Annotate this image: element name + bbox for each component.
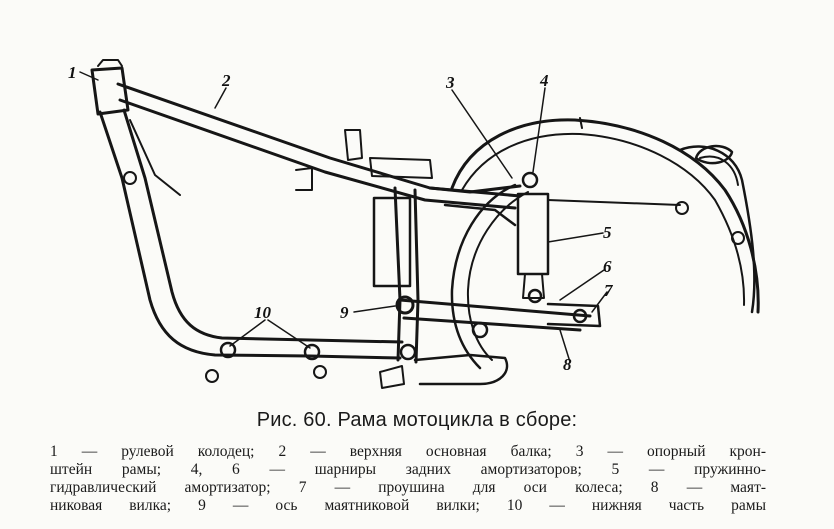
callout-10: 10 bbox=[254, 303, 272, 322]
figure-caption: Рис. 60. Рама мотоцикла в сборе: bbox=[256, 409, 578, 431]
callout-9: 9 bbox=[340, 303, 349, 322]
legend-line: штейн рамы; 4, 6 — шарниры задних аморти… bbox=[50, 461, 766, 478]
callout-3: 3 bbox=[445, 73, 455, 92]
callout-7: 7 bbox=[604, 281, 614, 300]
callout-2: 2 bbox=[221, 71, 231, 90]
legend-line: 1 — рулевой колодец; 2 — верхняя основна… bbox=[50, 443, 766, 460]
legend-line: никовая вилка; 9 — ось маятниковой вилки… bbox=[50, 497, 766, 514]
legend-line: гидравлический амортизатор; 7 — проушина… bbox=[50, 479, 766, 496]
callout-8: 8 bbox=[563, 355, 572, 374]
callout-4: 4 bbox=[539, 71, 549, 90]
callout-6: 6 bbox=[603, 257, 612, 276]
callout-1: 1 bbox=[68, 63, 77, 82]
callout-5: 5 bbox=[603, 223, 612, 242]
motorcycle-frame-drawing: 1 2 3 4 5 6 7 8 9 10 bbox=[68, 59, 760, 389]
figure-legend: 1 — рулевой колодец; 2 — верхняя основна… bbox=[50, 443, 766, 515]
